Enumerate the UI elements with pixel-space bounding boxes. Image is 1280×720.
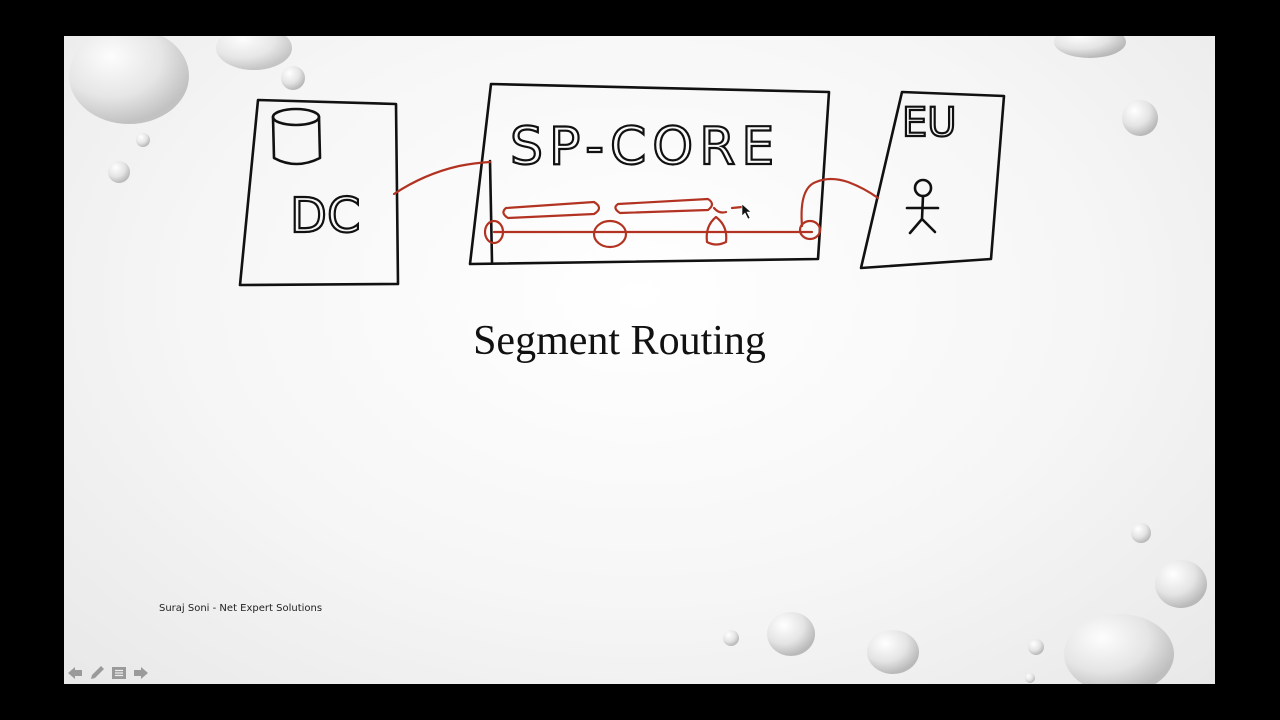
menu-button[interactable] [110, 664, 128, 682]
network-sketch [238, 82, 1006, 287]
eu-label: EU [902, 100, 957, 146]
sketch-labels: DC SP-CORE EU [289, 99, 958, 245]
pen-button[interactable] [88, 664, 106, 682]
previous-button[interactable] [66, 664, 84, 682]
slide-footer: Suraj Soni - Net Expert Solutions [159, 603, 323, 614]
pen-icon [91, 666, 104, 679]
slide-title: Segment Routing [473, 318, 766, 364]
cursor-icon [741, 203, 752, 220]
next-icon [134, 667, 148, 679]
menu-icon [112, 667, 126, 679]
previous-icon [68, 667, 82, 679]
sp-core-box [468, 82, 831, 266]
eu-box [859, 90, 1006, 270]
dc-label: DC [290, 188, 360, 244]
user-icon [905, 178, 940, 235]
segment-path [392, 160, 880, 249]
next-button[interactable] [132, 664, 150, 682]
dc-box [238, 98, 400, 287]
droplets-decoration [69, 36, 1207, 684]
slide: DC SP-CORE EU Segment Routing Suraj Soni… [64, 36, 1215, 684]
sp-core-label: SP-CORE [510, 117, 780, 177]
database-icon [271, 107, 322, 166]
slideshow-controls [66, 662, 150, 684]
